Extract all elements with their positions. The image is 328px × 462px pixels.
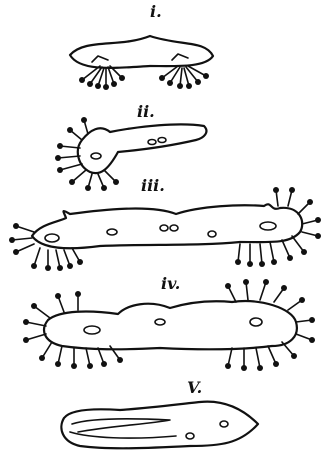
cell-stage-iv — [23, 279, 315, 371]
cell-stage-v — [61, 402, 258, 449]
cell-stage-iii — [9, 187, 321, 271]
cell-stage-i — [70, 36, 213, 90]
cell-stage-ii — [55, 117, 206, 191]
